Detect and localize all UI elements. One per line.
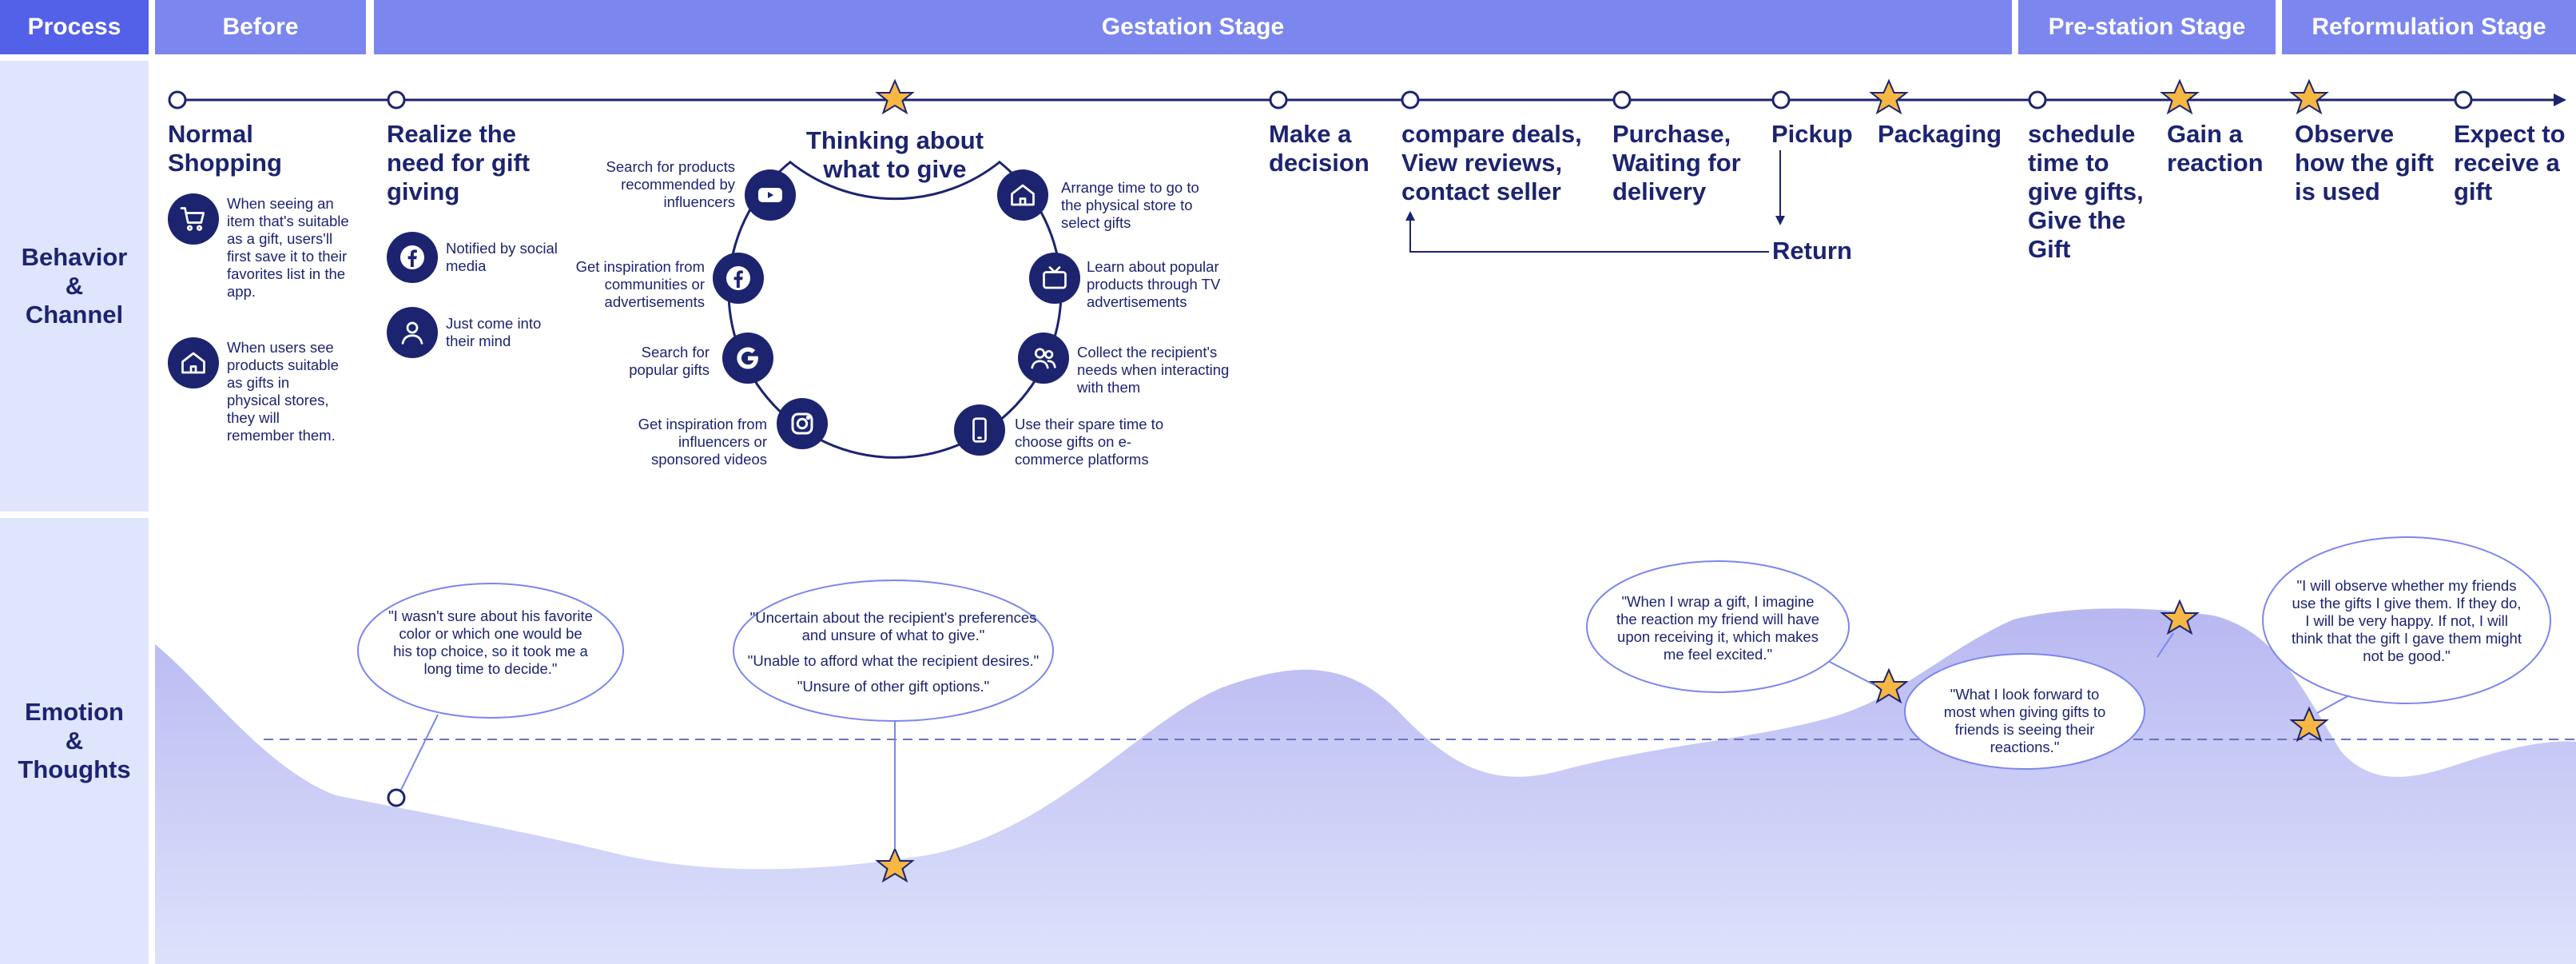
timeline-node-pickup (1771, 90, 1791, 110)
behavior-google: Search for popular gifts (629, 344, 710, 378)
return-arrowhead (1405, 211, 1415, 221)
connector-observe (2316, 695, 2350, 714)
emotion-star-thinking (875, 846, 915, 883)
stage-decision: Make a decision (1269, 120, 1369, 177)
tv-icon (1029, 253, 1080, 304)
thought-observe-text: "I will observe whether my friends use t… (2292, 577, 2522, 664)
connector-forward (2157, 632, 2174, 658)
timeline-node-realize (387, 90, 406, 110)
timeline-star-reaction (2160, 78, 2200, 115)
facebook-icon (713, 253, 764, 304)
behavior-recipient: Collect the recipient's needs when inter… (1077, 344, 1230, 396)
facebook-icon (387, 232, 438, 283)
stage-pickup: Pickup (1771, 120, 1853, 148)
behavior-realize-social: Notified by social media (446, 240, 558, 274)
thinking-circle-arc (789, 160, 1001, 201)
stage-purchase: Purchase, Waiting for delivery (1612, 120, 1741, 205)
store-icon (997, 169, 1048, 221)
thought-bubble-forward (1904, 653, 2145, 770)
stage-packaging: Packaging (1878, 120, 2002, 148)
stage-realize-need: Realize the need for gift giving (387, 120, 531, 205)
lane-thoughts-word: Thoughts (18, 755, 131, 783)
youtube-icon (745, 169, 796, 221)
timeline-star-packaging (1869, 78, 1909, 115)
header-gestation-stage: Gestation Stage (374, 0, 2012, 54)
emotion-marker-realize (387, 788, 406, 807)
phone-icon (954, 404, 1005, 456)
thought-wrap-text: "When I wrap a gift, I imagine the react… (1616, 593, 1819, 663)
stage-observe: Observe how the gift is used (2295, 120, 2434, 205)
behavior-instagram: Get inspiration from influencers or spon… (638, 416, 767, 468)
header-process: Process (0, 0, 149, 54)
connector-color (400, 714, 439, 791)
instagram-icon (777, 398, 828, 449)
stage-reaction: Gain a reaction (2167, 120, 2264, 177)
google-icon (722, 333, 773, 384)
stage-compare: compare deals, View reviews, contact sel… (1401, 120, 1582, 205)
timeline-node-compare (1401, 90, 1420, 110)
thought-uncertain-line-3: "Unsure of other gift options." (797, 678, 990, 695)
emotion-star-packaging (1869, 667, 1909, 704)
thought-bubble-wrap (1586, 560, 1850, 693)
timeline-node-normal (168, 90, 187, 110)
stage-schedule: schedule time to give gifts, Give the Gi… (2028, 120, 2144, 263)
header-reformulation-stage: Reformulation Stage (2282, 0, 2576, 54)
stage-normal-shopping: Normal Shopping (168, 120, 282, 177)
header-pre-station-stage: Pre-station Stage (2018, 0, 2276, 54)
connector-wrap (1829, 661, 1877, 687)
behavior-facebook: Get inspiration from communities or adve… (575, 258, 705, 310)
cart-icon (168, 193, 219, 245)
stage-expect: Expect to receive a gift (2454, 120, 2566, 205)
lane-behavior-amp: & (65, 272, 84, 300)
thought-uncertain-text: "Uncertain about the recipient's prefere… (740, 609, 1047, 695)
lane-emotion-thoughts: Emotion & Thoughts (0, 518, 149, 964)
thought-bubble-uncertain (733, 580, 1054, 722)
thought-bubble-observe (2262, 536, 2551, 704)
behavior-tv: Learn about popular products through TV … (1087, 258, 1221, 310)
emotion-star-reaction (2160, 599, 2200, 635)
behavior-realize-mind: Just come into their mind (446, 315, 542, 349)
behavior-youtube: Search for products recommended by influ… (606, 158, 735, 210)
thought-uncertain-line-2: "Unable to afford what the recipient des… (747, 652, 1040, 669)
behavior-normal-cart: When seeing an item that's suitable as a… (227, 195, 349, 300)
header-before: Before (155, 0, 366, 54)
behavior-phone: Use their spare time to choose gifts on … (1015, 416, 1164, 468)
emotion-star-observe (2289, 706, 2329, 743)
pickup-down-arrowhead (1775, 216, 1785, 225)
thought-forward-text: "What I look forward to most when giving… (1943, 686, 2106, 755)
stage-return: Return (1772, 237, 1852, 265)
store-icon (168, 337, 219, 388)
return-arrow-line (1409, 217, 1769, 253)
thought-bubble-color (357, 583, 624, 719)
person-icon (387, 307, 438, 358)
timeline-node-decision (1269, 90, 1288, 110)
timeline-star-thinking (875, 78, 915, 115)
lane-behavior-word: Behavior (21, 243, 128, 271)
timeline-node-expect (2454, 90, 2473, 110)
timeline-node-purchase (1612, 90, 1632, 110)
lane-channel-word: Channel (25, 301, 124, 329)
timeline-star-observe (2289, 78, 2329, 115)
stage-thinking: Thinking about what to give (805, 126, 984, 183)
lane-emotion-amp: & (65, 727, 84, 755)
behavior-store: Arrange time to go to the physical store… (1061, 179, 1199, 231)
thought-uncertain-line-1: "Uncertain about the recipient's prefere… (749, 609, 1037, 643)
lane-emotion-word: Emotion (25, 698, 124, 726)
timeline-node-schedule (2028, 90, 2047, 110)
lane-behavior-channel: Behavior & Channel (0, 61, 149, 512)
behavior-normal-store: When users see products suitable as gift… (227, 339, 339, 444)
thought-color-text: "I wasn't sure about his favorite color … (388, 607, 593, 677)
people-icon (1018, 333, 1069, 384)
timeline-arrowhead (2554, 94, 2566, 106)
